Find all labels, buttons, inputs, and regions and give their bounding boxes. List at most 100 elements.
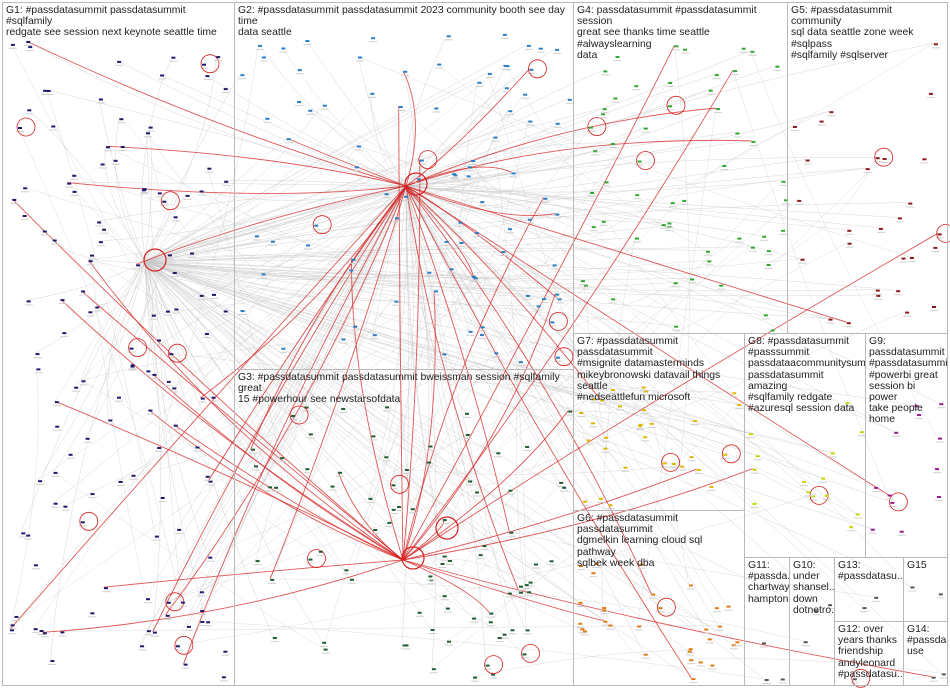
- node-shadow: [860, 611, 869, 613]
- edge: [130, 261, 147, 366]
- node: [635, 237, 639, 240]
- node-shadow: [931, 47, 940, 49]
- edge: [159, 74, 407, 187]
- node: [447, 560, 452, 562]
- node: [473, 676, 478, 679]
- edge: [356, 145, 764, 315]
- node: [67, 182, 72, 185]
- node: [635, 194, 640, 197]
- node-shadow: [401, 74, 410, 76]
- node-shadow: [764, 254, 773, 256]
- node-shadow: [828, 456, 837, 458]
- node-shadow: [704, 254, 712, 256]
- node: [119, 118, 124, 121]
- node-shadow: [637, 567, 646, 569]
- node: [878, 227, 883, 230]
- node-shadow: [508, 633, 517, 635]
- node: [100, 163, 105, 166]
- node-shadow: [465, 170, 474, 172]
- node: [538, 47, 543, 50]
- node: [437, 63, 442, 66]
- node-shadow: [202, 337, 211, 338]
- edge: [144, 167, 866, 263]
- node-shadow: [761, 318, 770, 320]
- node: [471, 275, 476, 278]
- node-shadow: [649, 597, 658, 599]
- edge: [106, 145, 407, 187]
- edge: [405, 185, 898, 218]
- node: [485, 664, 490, 667]
- node-shadow: [447, 272, 456, 274]
- node-shadow: [385, 525, 394, 527]
- node-shadow: [565, 102, 574, 104]
- node-shadow: [598, 403, 607, 405]
- node-shadow: [34, 372, 43, 374]
- node: [604, 436, 608, 439]
- group-box-g13: G13: #passdatasu...: [834, 557, 904, 622]
- edge: [447, 559, 529, 582]
- edge: [405, 185, 624, 467]
- node: [354, 166, 359, 169]
- node-shadow: [724, 609, 733, 611]
- node-shadow: [908, 590, 917, 592]
- edge: [35, 261, 146, 354]
- edge: [467, 237, 738, 481]
- node-shadow: [445, 644, 453, 646]
- node: [917, 414, 922, 416]
- node-shadow: [342, 573, 351, 575]
- node: [899, 530, 904, 533]
- node-shadow: [500, 637, 509, 639]
- edge: [144, 138, 287, 263]
- node-shadow: [369, 439, 378, 441]
- edge: [130, 185, 407, 365]
- node: [814, 610, 819, 613]
- node: [623, 466, 628, 469]
- node: [611, 143, 615, 145]
- group-label-g10: G10: under shansel... down dotnetro...: [793, 560, 835, 616]
- edge: [405, 185, 449, 561]
- node-shadow: [198, 401, 207, 403]
- node: [819, 120, 824, 123]
- edge: [402, 559, 604, 622]
- node: [177, 528, 182, 531]
- node: [10, 624, 15, 627]
- edge: [144, 261, 911, 587]
- node: [60, 631, 65, 634]
- edge: [405, 142, 612, 187]
- node-shadow: [720, 169, 729, 170]
- node-shadow: [402, 199, 410, 201]
- node: [199, 591, 204, 594]
- group-label-g6: G6: #passdatasummit passdatasummit dgmel…: [577, 513, 703, 569]
- edge: [97, 185, 407, 222]
- node-shadow: [425, 275, 434, 277]
- node-shadow: [611, 101, 620, 103]
- node-shadow: [483, 668, 492, 670]
- node: [849, 526, 854, 529]
- node-shadow: [782, 203, 791, 205]
- node: [525, 446, 530, 448]
- edge: [402, 293, 556, 561]
- edge: [81, 261, 146, 381]
- node-shadow: [48, 664, 57, 665]
- node-shadow: [708, 668, 717, 670]
- node-shadow: [762, 683, 771, 684]
- edge: [254, 185, 407, 236]
- group-box-g14: G14: #passda... use: [903, 621, 948, 686]
- group-box-g7: G7: #passdatasummit passdatasummit #msig…: [573, 333, 745, 511]
- node: [670, 202, 675, 205]
- node-shadow: [50, 243, 59, 245]
- node: [305, 40, 310, 42]
- node: [562, 486, 567, 489]
- node: [371, 37, 376, 40]
- node: [608, 504, 613, 507]
- edge: [27, 109, 146, 263]
- node-shadow: [389, 488, 398, 490]
- edge: [144, 81, 478, 263]
- node: [936, 496, 941, 498]
- node: [847, 242, 852, 245]
- node: [528, 581, 533, 584]
- node: [175, 645, 180, 648]
- node-shadow: [523, 450, 532, 451]
- edge: [26, 40, 407, 187]
- node-shadow: [426, 449, 435, 451]
